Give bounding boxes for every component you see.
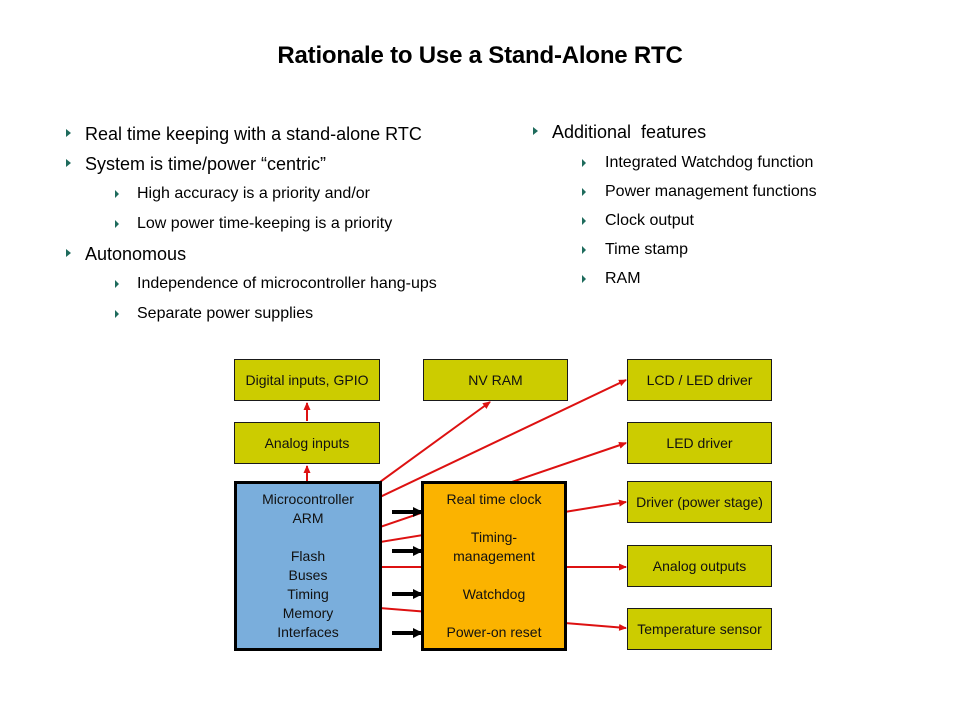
analog-inputs-box: Analog inputs [234, 422, 380, 464]
bullet-arrow-icon [115, 310, 119, 318]
sub-bullet-item: RAM [525, 264, 817, 293]
bullet-arrow-icon [582, 274, 586, 283]
bullet-text: Integrated Watchdog function [605, 154, 814, 171]
rtc-box: Real time clock Timing- management Watch… [421, 481, 567, 651]
bullet-item: Additional features [525, 119, 817, 145]
mcu-label-line: Timing [287, 586, 329, 602]
bullet-item: System is time/power “centric” [58, 149, 437, 179]
bullet-arrow-icon [66, 249, 71, 257]
microcontroller-box: Microcontroller ARM Flash Buses Timing M… [234, 481, 382, 651]
sub-bullet-item: Clock output [525, 206, 817, 235]
mcu-label-line: Interfaces [277, 624, 339, 640]
left-bullet-list: Real time keeping with a stand-alone RTC… [58, 119, 437, 329]
bullet-arrow-icon [533, 127, 538, 135]
sub-bullet-item: Time stamp [525, 235, 817, 264]
bullet-arrow-icon [115, 220, 119, 228]
mcu-label-line: Buses [288, 567, 328, 583]
bullet-text: Clock output [605, 212, 694, 229]
bullet-arrow-icon [582, 216, 586, 225]
bullet-text: Additional features [552, 122, 707, 142]
nv-ram-box: NV RAM [423, 359, 568, 401]
rtc-label-line: management [453, 548, 535, 564]
bullet-text: High accuracy is a priority and/or [137, 185, 370, 202]
bullet-text: Autonomous [85, 244, 187, 264]
mcu-label-line: Memory [282, 605, 334, 621]
sub-bullet-item: Independence of microcontroller hang-ups [58, 269, 437, 299]
sub-bullet-item: Integrated Watchdog function [525, 148, 817, 177]
bullet-arrow-icon [582, 158, 586, 167]
digital-inputs-gpio-box: Digital inputs, GPIO [234, 359, 380, 401]
bullet-arrow-icon [66, 129, 71, 137]
bullet-text: System is time/power “centric” [85, 154, 327, 174]
rtc-label-line: Timing- [470, 529, 518, 545]
bullet-arrow-icon [66, 159, 71, 167]
bullet-arrow-icon [582, 245, 586, 254]
temperature-sensor-box: Temperature sensor [627, 608, 772, 650]
mcu-label-line: Flash [290, 548, 326, 564]
bullet-item: Real time keeping with a stand-alone RTC [58, 119, 437, 149]
lcd-led-driver-box: LCD / LED driver [627, 359, 772, 401]
bullet-text: Independence of microcontroller hang-ups [137, 275, 437, 292]
bullet-text: RAM [605, 270, 641, 287]
bullet-arrow-icon [115, 280, 119, 288]
bullet-text: Power management functions [605, 183, 817, 200]
sub-bullet-item: Separate power supplies [58, 299, 437, 329]
rtc-label-line: Real time clock [446, 491, 542, 507]
slide-title: Rationale to Use a Stand-Alone RTC [277, 42, 683, 69]
sub-bullet-item: Power management functions [525, 177, 817, 206]
mcu-to-lcd-led-driver-line [379, 379, 627, 498]
bullet-text: Real time keeping with a stand-alone RTC [85, 124, 422, 144]
bullet-item: Autonomous [58, 239, 437, 269]
bullet-text: Time stamp [605, 241, 688, 258]
mcu-label-line: Microcontroller [262, 491, 354, 507]
bullet-text: Low power time-keeping is a priority [137, 215, 393, 232]
sub-bullet-item: High accuracy is a priority and/or [58, 179, 437, 209]
rtc-label-line: Watchdog [462, 586, 526, 602]
driver-power-stage-box: Driver (power stage) [627, 481, 772, 523]
mcu-to-nvram-line [379, 401, 491, 483]
rtc-label-line: Power-on reset [446, 624, 542, 640]
bullet-arrow-icon [582, 187, 586, 196]
sub-bullet-item: Low power time-keeping is a priority [58, 209, 437, 239]
led-driver-box: LED driver [627, 422, 772, 464]
bullet-arrow-icon [115, 190, 119, 198]
right-bullet-list: Additional features Integrated Watchdog … [525, 119, 817, 293]
analog-outputs-box: Analog outputs [627, 545, 772, 587]
mcu-label-line: ARM [292, 510, 324, 526]
bullet-text: Separate power supplies [137, 305, 314, 322]
